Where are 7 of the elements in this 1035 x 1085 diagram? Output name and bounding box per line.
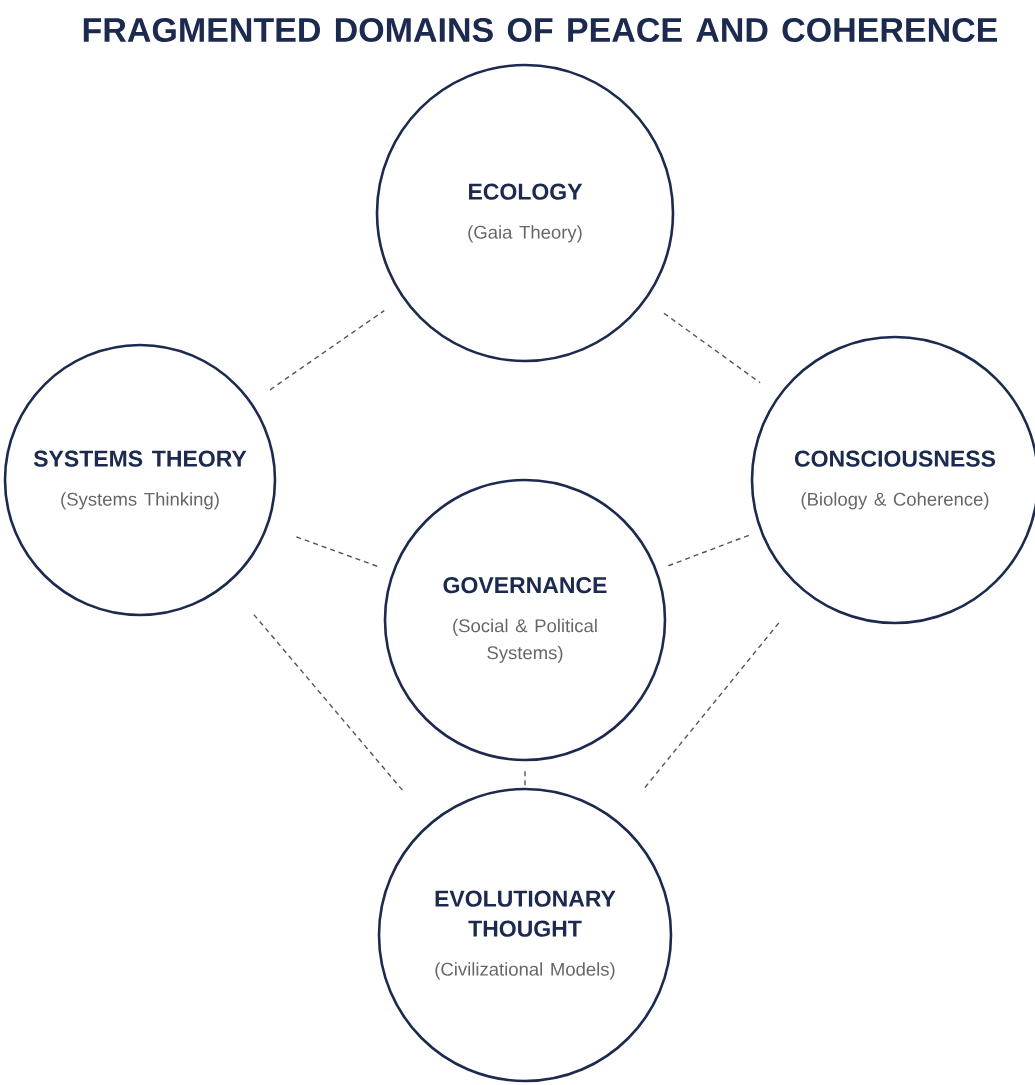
dashed-connector [663,312,761,384]
dashed-connector [524,770,526,787]
dashed-connector [667,534,750,567]
dashed-connector [253,613,405,793]
title: FRAGMENTED DOMAINS OF PEACE AND COHERENCE [83,17,998,43]
dashed-connector [642,622,780,791]
dashed-connector [269,309,385,391]
